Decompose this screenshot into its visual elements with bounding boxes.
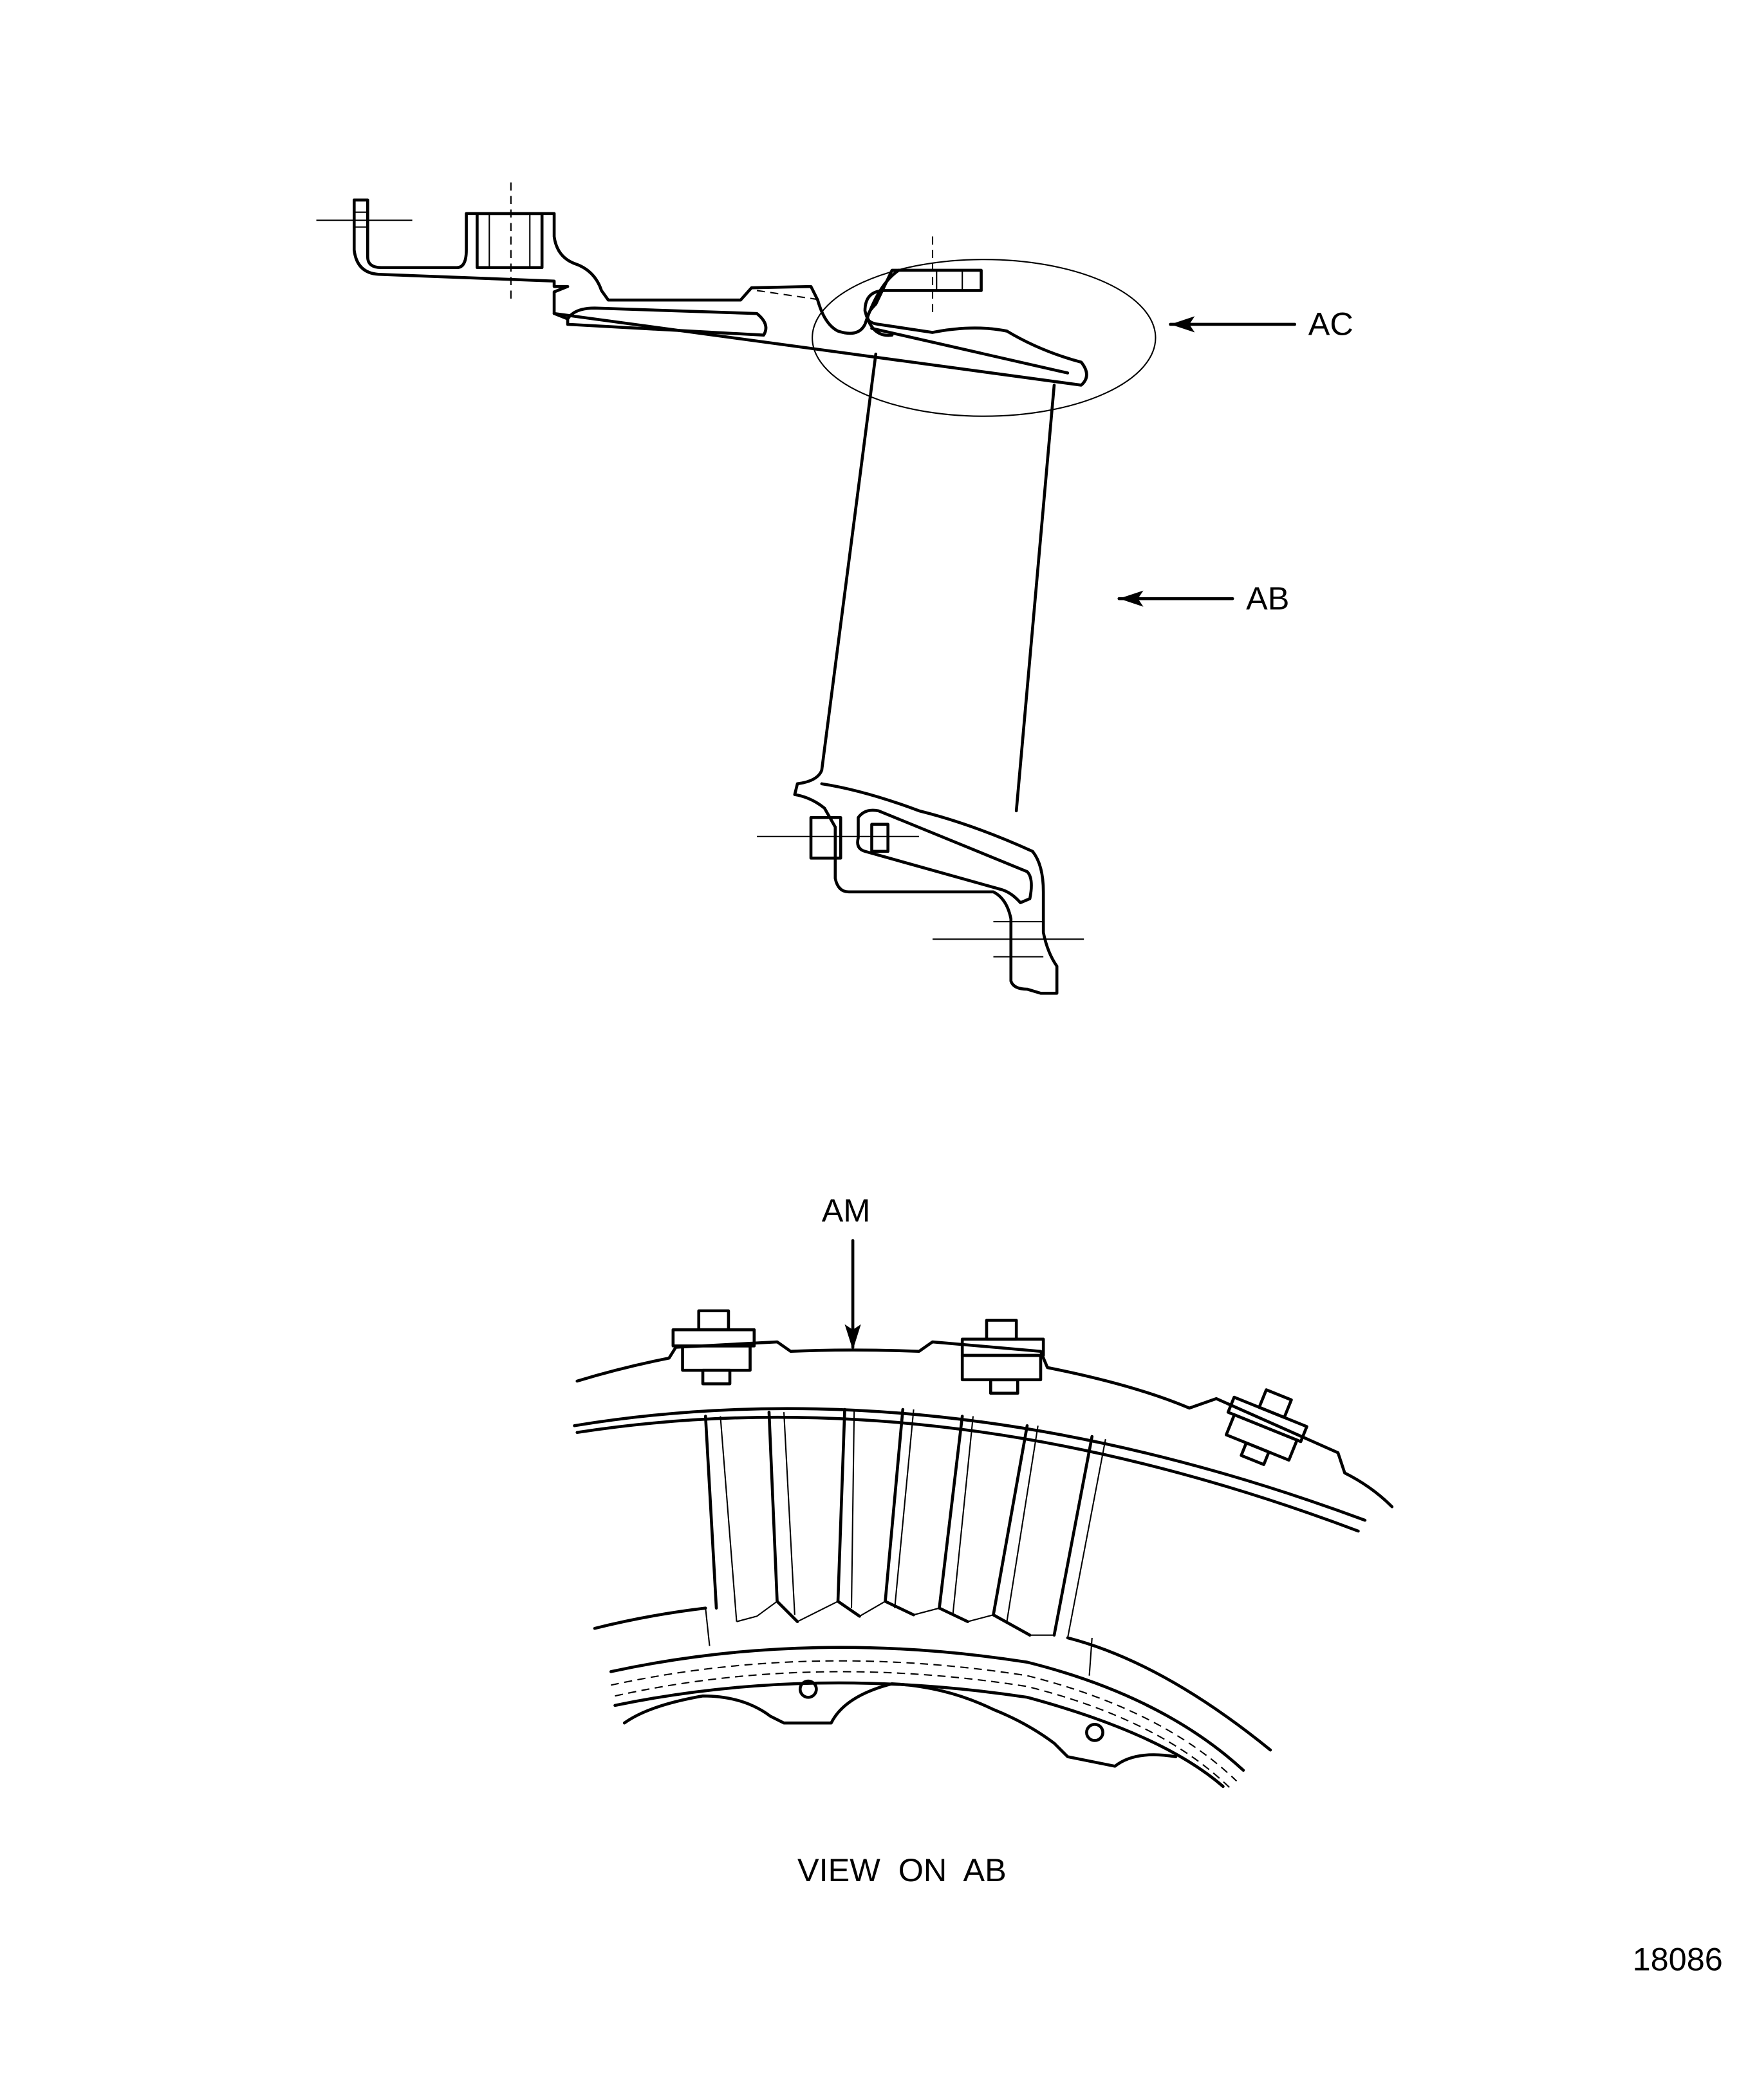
bolt-2 — [960, 1319, 1045, 1395]
hole — [798, 1679, 818, 1699]
vane-array — [703, 1408, 1106, 1639]
bolt-1 — [671, 1309, 756, 1386]
figure-number: 18086 — [1633, 1940, 1723, 1977]
bolt-3 — [1225, 1388, 1308, 1466]
hole — [1085, 1722, 1104, 1742]
callout-ac: AC — [1169, 306, 1353, 342]
label-ab: AB — [1246, 580, 1289, 617]
vane-section-view — [316, 182, 1157, 995]
blade-leading-edge — [820, 352, 878, 772]
nut — [809, 816, 842, 860]
label-ac: AC — [1308, 306, 1353, 342]
bolt-head — [476, 212, 544, 270]
callout-ab: AB — [1117, 580, 1289, 617]
view-caption: VIEW ON AB — [797, 1852, 1007, 1888]
view-on-ab-drawing: AM — [573, 1192, 1394, 1791]
blade-trailing-edge — [1014, 384, 1056, 813]
detail-ellipse-ac — [812, 259, 1157, 417]
label-am: AM — [822, 1192, 871, 1229]
